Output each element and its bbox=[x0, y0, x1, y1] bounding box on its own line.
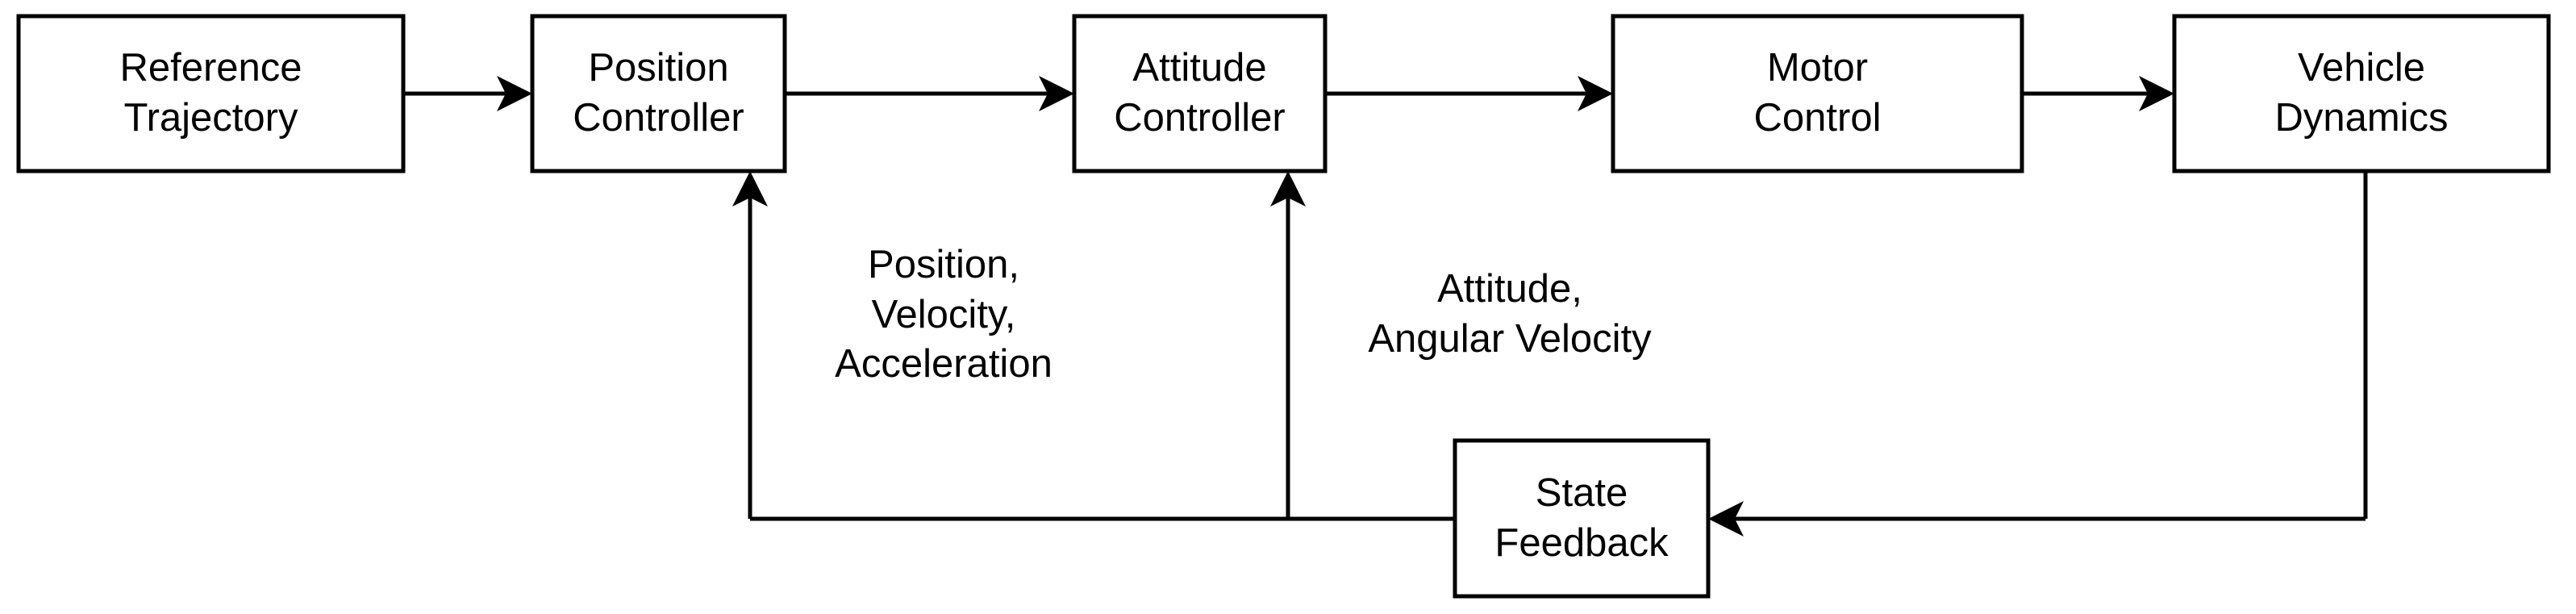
arrow-head-icon bbox=[2139, 76, 2174, 111]
arrow-head-icon bbox=[1270, 171, 1306, 207]
connector-attitude-to-motor bbox=[1325, 76, 1613, 111]
block-state-feedback[interactable] bbox=[1453, 438, 1711, 599]
connector-vehicle-to-state-feedback bbox=[1708, 171, 2368, 537]
connector-reference-to-position bbox=[403, 76, 532, 111]
connector-position-to-attitude bbox=[785, 76, 1074, 111]
arrow-head-icon bbox=[732, 171, 768, 207]
arrow-head-icon bbox=[1578, 76, 1613, 111]
connector-motor-to-vehicle bbox=[2022, 76, 2174, 111]
block-motor-control[interactable] bbox=[1611, 14, 2024, 173]
arrow-head-icon bbox=[1708, 501, 1744, 537]
block-position-controller[interactable] bbox=[530, 14, 787, 173]
connector-state-feedback-bus bbox=[732, 171, 1455, 521]
arrow-head-icon bbox=[1039, 76, 1074, 111]
block-attitude-controller[interactable] bbox=[1072, 14, 1328, 173]
block-vehicle-dynamics[interactable] bbox=[2172, 14, 2551, 173]
block-reference-trajectory[interactable] bbox=[16, 14, 406, 173]
arrow-head-icon bbox=[497, 76, 532, 111]
